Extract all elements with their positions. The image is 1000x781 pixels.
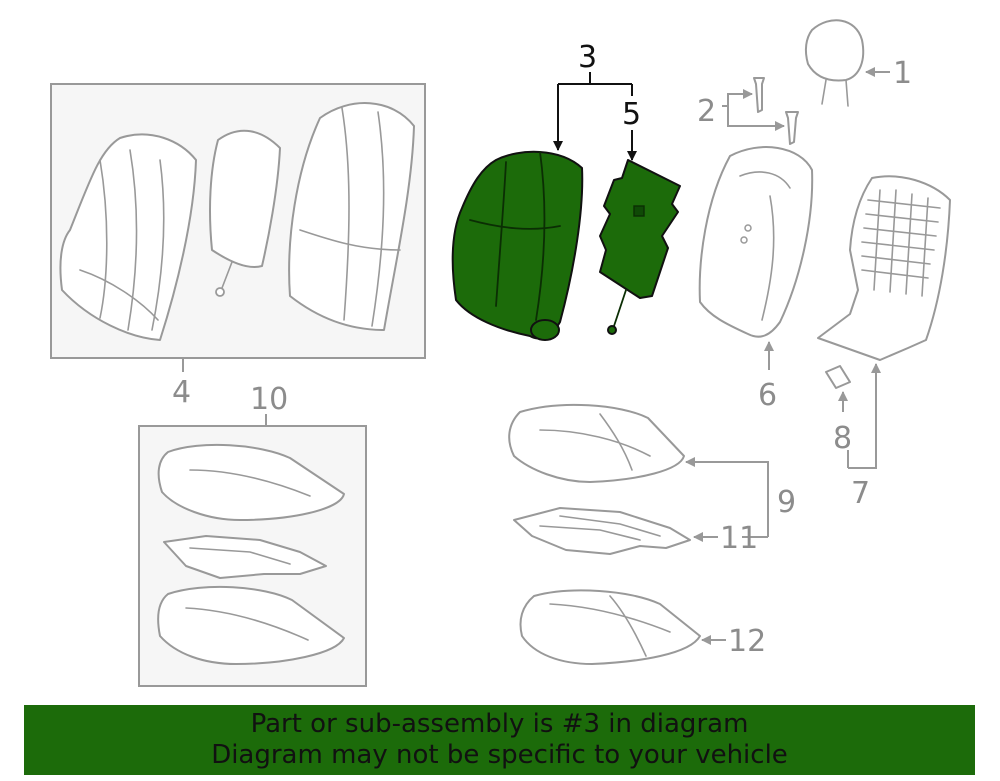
- leader-2b: [727, 106, 785, 131]
- callout-9: 9: [777, 485, 796, 520]
- part-5-seatback-pad-highlighted[interactable]: [599, 159, 681, 335]
- part-2-headrest-guides[interactable]: [753, 77, 799, 145]
- callout-5: 5: [622, 97, 641, 132]
- cushion-group-box: [138, 425, 367, 687]
- part-1-headrest[interactable]: [804, 19, 865, 107]
- callout-3: 3: [578, 40, 597, 75]
- banner-line-1: Part or sub-assembly is #3 in diagram: [250, 709, 749, 739]
- part-3-seatback-cover-highlighted[interactable]: [451, 150, 584, 341]
- part-11-heater-element[interactable]: [513, 507, 691, 555]
- callout-4: 4: [172, 375, 191, 410]
- callout-1: 1: [893, 56, 912, 91]
- callout-11: 11: [720, 521, 758, 556]
- part-12-seat-cushion-pad[interactable]: [519, 589, 701, 665]
- callout-6: 6: [758, 378, 777, 413]
- callout-8: 8: [833, 421, 852, 456]
- callout-2: 2: [697, 94, 716, 129]
- callout-7: 7: [851, 476, 870, 511]
- leader-7: [848, 363, 881, 469]
- seatback-cover-group-box: [50, 83, 426, 359]
- banner-line-2: Diagram may not be specific to your vehi…: [211, 740, 788, 770]
- callout-10: 10: [250, 382, 288, 417]
- info-banner: Part or sub-assembly is #3 in diagram Di…: [24, 705, 975, 775]
- part-7-seatback-frame[interactable]: [817, 175, 951, 361]
- leader-3: [558, 72, 632, 150]
- leader-2: [722, 89, 753, 107]
- part-6-seatback-panel[interactable]: [698, 146, 814, 338]
- leader-9: [685, 457, 769, 537]
- callout-12: 12: [728, 624, 766, 659]
- part-9-seat-cushion-cover[interactable]: [508, 403, 685, 483]
- part-8-pin[interactable]: [825, 365, 851, 389]
